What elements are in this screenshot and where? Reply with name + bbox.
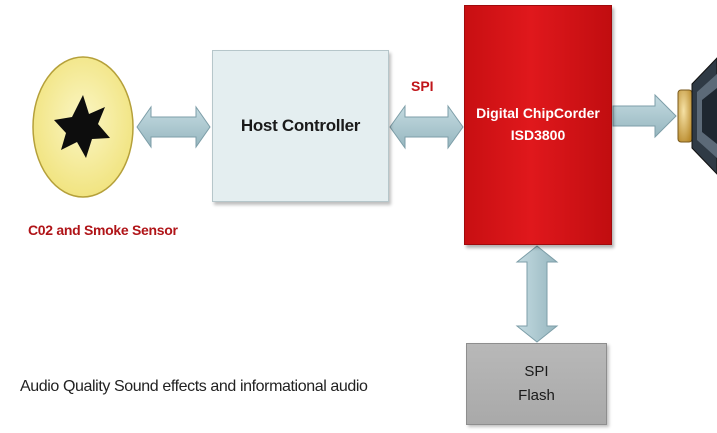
host-controller-block: Host Controller: [212, 50, 389, 202]
smoke-sensor: [32, 56, 134, 198]
chip-flash-arrow: [515, 245, 559, 343]
spi-bidirectional-arrow: [389, 104, 464, 150]
host-controller-label: Host Controller: [240, 116, 361, 135]
speaker-icon: [677, 57, 717, 175]
chip-speaker-arrow: [612, 93, 677, 139]
spi-label: SPI: [411, 78, 434, 94]
star-icon: [54, 95, 110, 158]
sensor-label: C02 and Smoke Sensor: [28, 222, 178, 238]
audio-caption: Audio Quality Sound effects and informat…: [20, 378, 368, 395]
chipcorder-block: Digital ChipCorder ISD3800: [464, 5, 612, 245]
sensor-host-arrow: [136, 105, 211, 149]
flash-label-line1: SPI: [524, 363, 549, 380]
chipcorder-title: Digital ChipCorder: [476, 105, 600, 121]
flash-label-line2: Flash: [518, 387, 555, 404]
chipcorder-part-number: ISD3800: [510, 127, 566, 143]
spi-flash-block: SPI Flash: [466, 343, 607, 425]
